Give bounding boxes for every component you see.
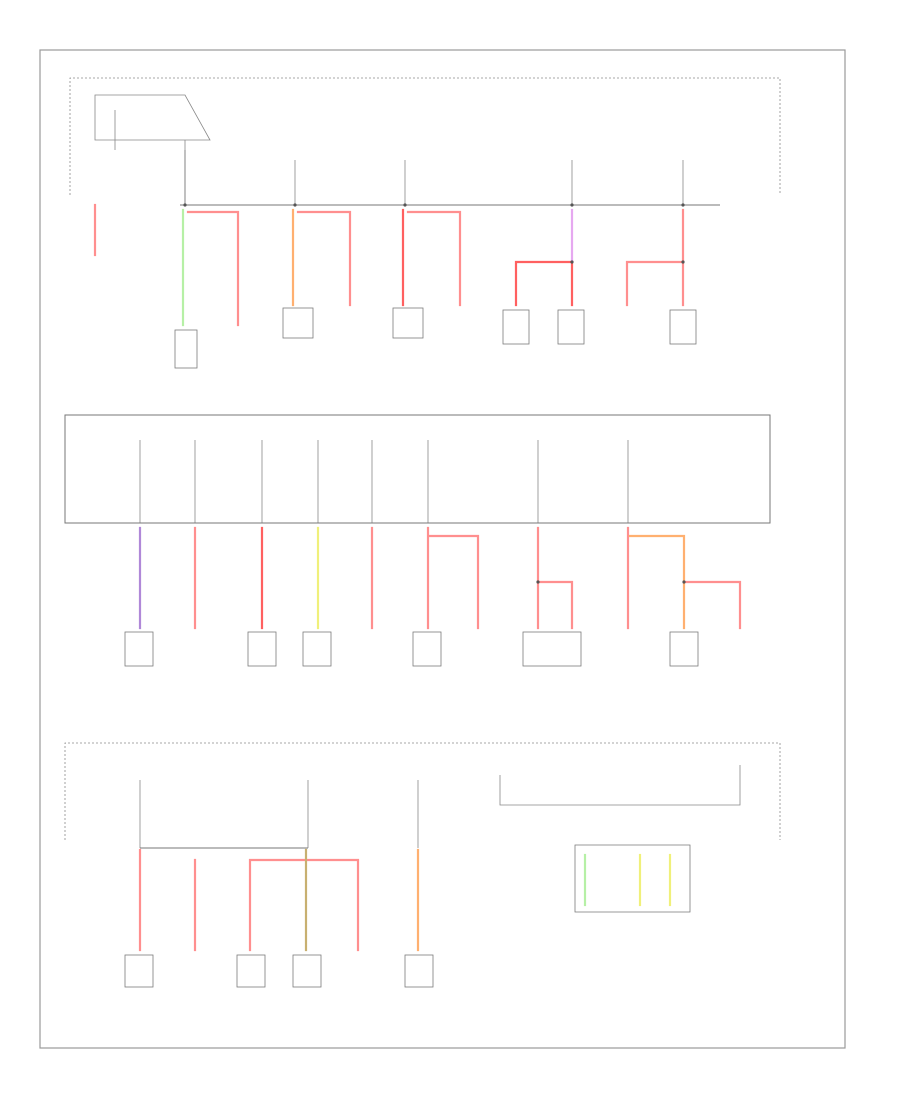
top-fuse-box-outline — [69, 77, 781, 195]
component — [392, 307, 424, 339]
wire-pink — [536, 580, 574, 630]
splice — [681, 260, 685, 264]
battery-fuse-link — [114, 110, 186, 205]
fuse-row-top — [183, 150, 685, 207]
wire-pink — [406, 210, 462, 307]
battery-cable-box — [94, 94, 211, 141]
component — [522, 631, 582, 667]
component — [124, 954, 154, 988]
wires-bottom — [138, 848, 672, 952]
wire-pink — [625, 260, 685, 307]
component — [412, 631, 442, 667]
wire-pink — [682, 580, 742, 630]
sub-fuse-block — [499, 765, 741, 806]
splice — [682, 580, 686, 584]
splice — [403, 203, 407, 207]
fuse-row-bottom — [139, 780, 419, 848]
components-bottom — [124, 844, 691, 988]
component — [174, 329, 198, 369]
diagram-border — [39, 49, 846, 1049]
splice — [536, 580, 540, 584]
components-top — [174, 307, 697, 369]
section-middle — [64, 414, 771, 667]
component — [282, 307, 314, 339]
component — [302, 631, 332, 667]
component — [404, 954, 434, 988]
wire-pink — [306, 858, 360, 952]
middle-fuse-box-outline — [64, 414, 771, 524]
component — [669, 631, 699, 667]
component — [669, 309, 697, 345]
relay-block — [574, 844, 691, 913]
component — [124, 631, 154, 667]
splice — [183, 203, 187, 207]
splice — [293, 203, 297, 207]
section-bottom — [64, 742, 781, 988]
component — [502, 309, 530, 345]
wires-top — [93, 203, 685, 327]
component — [292, 954, 322, 988]
components-middle — [124, 631, 699, 667]
wire-orange — [628, 534, 686, 630]
wires-middle — [138, 526, 742, 630]
section-top — [69, 77, 781, 369]
splice — [570, 203, 574, 207]
wire-pink — [296, 210, 352, 307]
splice — [570, 260, 574, 264]
wire-pink — [428, 534, 480, 630]
wire-pink — [248, 858, 308, 952]
fuse-row-middle — [139, 440, 629, 523]
component — [557, 309, 585, 345]
component — [236, 954, 266, 988]
bottom-fuse-box-outline — [64, 742, 781, 840]
wire-pink — [186, 210, 240, 327]
splice — [681, 203, 685, 207]
component — [247, 631, 277, 667]
wire-red — [514, 260, 574, 307]
